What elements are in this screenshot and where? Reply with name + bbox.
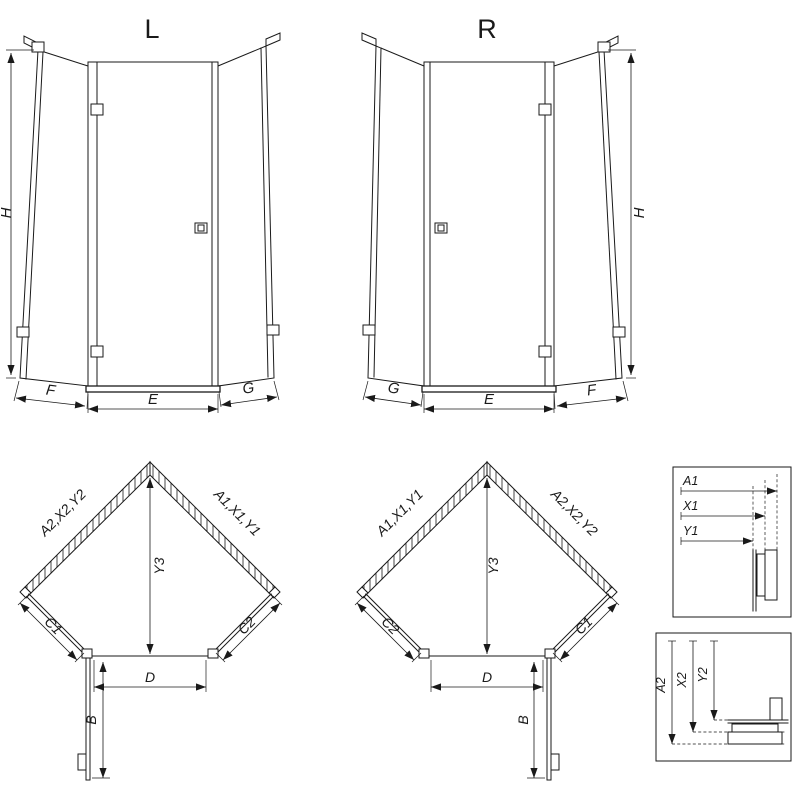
detail-box-profile-top: [672, 466, 792, 618]
plan-right-depth-label: Y3: [485, 557, 501, 574]
wall-profile-outer: [764, 549, 778, 601]
wall-stub: [769, 697, 783, 721]
variant-title-right: R: [477, 14, 497, 44]
plan-left-depth-label: Y3: [151, 557, 167, 574]
wall-profile-inner: [731, 723, 779, 733]
elevation-right-drawing: [362, 33, 636, 413]
dim-label-h-left: H: [0, 207, 15, 218]
variant-title-left: L: [144, 14, 159, 44]
plan-right-door-label: D: [482, 669, 492, 685]
dim-label-g-left: G: [241, 379, 255, 398]
detail-label-y1: Y1: [683, 524, 698, 538]
detail-label-x1: X1: [682, 499, 698, 513]
detail-label-x2: X2: [675, 672, 689, 688]
plan-left-c1-label: C1: [42, 613, 66, 637]
dim-label-e-left: E: [148, 391, 159, 408]
wall-profile-outer: [727, 731, 783, 745]
wall-profile-inner: [756, 553, 766, 597]
plan-right-entry-label: B: [515, 715, 531, 724]
dim-label-h-right: H: [631, 207, 648, 218]
elevation-left-drawing: [6, 33, 280, 413]
plan-left-c2-label: C2: [234, 613, 258, 637]
dim-label-e-right: E: [484, 391, 495, 408]
detail-box-profile-bottom: [655, 632, 792, 762]
plan-left-door-label: D: [145, 669, 155, 685]
dim-label-g-right: G: [387, 379, 401, 398]
plan-right-c1-label: C1: [571, 613, 595, 637]
dim-label-f-left: F: [45, 382, 57, 400]
detail-label-y2: Y2: [696, 667, 710, 682]
detail-label-a1: A1: [682, 474, 698, 488]
plan-left-entry-label: B: [83, 715, 99, 724]
detail-label-a2: A2: [654, 677, 668, 693]
plan-right-c2-label: C2: [379, 613, 403, 637]
dim-label-f-right: F: [586, 381, 598, 399]
